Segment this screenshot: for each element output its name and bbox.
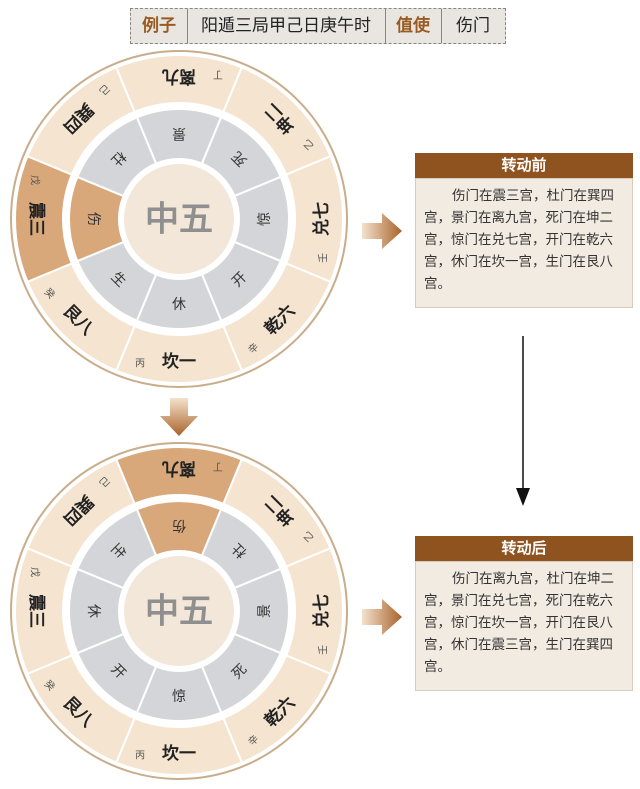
- wheel-after: 离九丁坤二乙兑七壬乾六辛坎一丙艮八癸震三戊巽四己伤杜景死惊开休生中五: [8, 440, 350, 782]
- stem-label: 壬: [317, 253, 329, 263]
- palace-label: 震三: [26, 201, 46, 236]
- palace-label: 兑七: [311, 594, 332, 628]
- example-label: 例子: [142, 16, 176, 36]
- example-value: 阳遁三局甲己日庚午时: [201, 16, 371, 36]
- before-title: 转动前: [415, 153, 633, 178]
- stem-label: 丁: [213, 69, 223, 80]
- door-label: 惊: [172, 689, 186, 705]
- door-sector: [76, 116, 158, 198]
- stem-label: 戊: [29, 567, 41, 577]
- right-arrow-icon-after: [362, 599, 402, 635]
- palace-label: 震三: [26, 593, 46, 628]
- example-header: 例子 阳遁三局甲己日庚午时 值使 伤门: [130, 8, 506, 44]
- door-label: 景: [172, 125, 186, 141]
- palace-label: 坎一: [162, 351, 196, 372]
- after-title: 转动后: [415, 536, 633, 561]
- before-description: 伤门在震三宫，杜门在巽四宫，景门在离九宫，死门在坤二宫，惊门在兑七宫，开门在乾六…: [415, 178, 633, 308]
- duty-door-label: 值使: [396, 16, 430, 36]
- vertical-arrow-icon: [516, 336, 530, 506]
- center-label: 中五: [145, 200, 213, 240]
- stem-label: 壬: [317, 645, 329, 655]
- palace-label: 离九: [162, 458, 196, 479]
- down-arrow-icon: [160, 398, 198, 436]
- wheel-before: 离九丁坤二乙兑七壬乾六辛坎一丙艮八癸震三戊巽四己景死惊开休生伤杜中五: [8, 48, 350, 390]
- palace-label: 坎一: [162, 743, 196, 764]
- palace-sector: [26, 66, 136, 176]
- door-label: 休: [85, 604, 101, 618]
- door-label: 景: [257, 604, 273, 618]
- door-label: 休: [172, 297, 186, 313]
- stem-label: 戊: [29, 175, 41, 185]
- stem-label: 丙: [135, 750, 145, 761]
- door-label: 伤: [85, 212, 101, 226]
- duty-door-value: 伤门: [456, 16, 490, 36]
- right-arrow-icon-before: [362, 213, 402, 249]
- stem-label: 丙: [135, 358, 145, 369]
- center-label: 中五: [145, 592, 213, 632]
- after-description: 伤门在离九宫，杜门在坤二宫，景门在兑七宫，死门在乾六宫，惊门在坎一宫，开门在艮八…: [415, 561, 633, 691]
- palace-sector: [26, 458, 136, 568]
- door-label: 伤: [172, 517, 186, 533]
- palace-label: 离九: [162, 66, 196, 87]
- door-sector: [76, 508, 158, 590]
- stem-label: 丁: [213, 461, 223, 472]
- palace-label: 兑七: [311, 202, 332, 236]
- door-label: 惊: [257, 212, 273, 226]
